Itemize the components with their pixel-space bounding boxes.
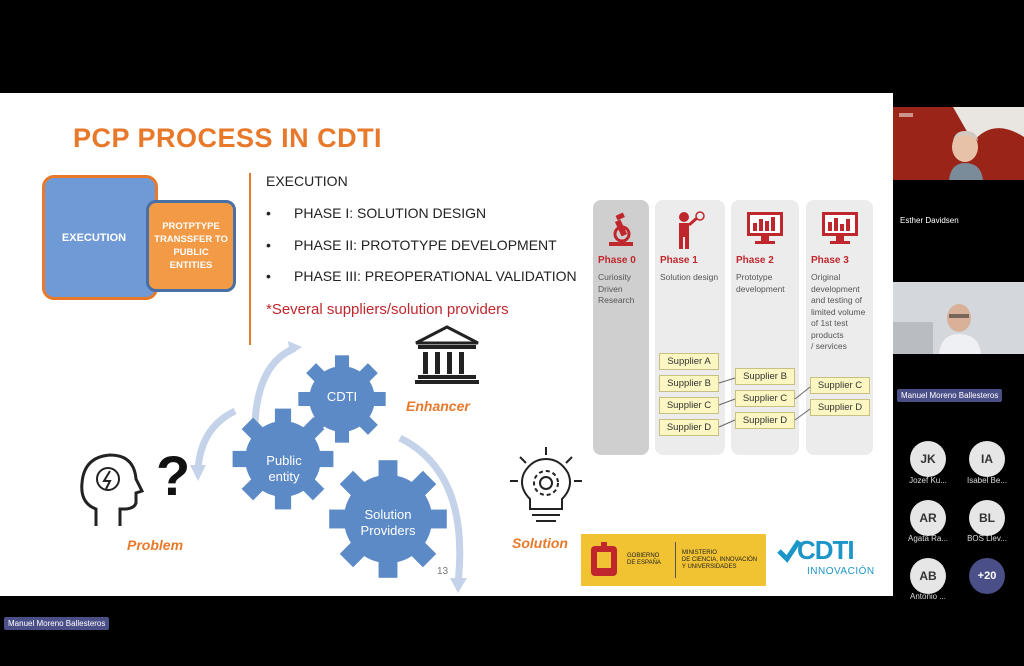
participant-name-badge: Manuel Moreno Ballesteros <box>897 389 1003 402</box>
supplier-box: Supplier D <box>659 419 719 436</box>
monitor-chart-icon <box>806 210 873 250</box>
presenter-name-badge: Manuel Moreno Ballesteros <box>4 617 110 630</box>
more-participants-button[interactable]: +20 <box>969 558 1005 594</box>
supplier-arrows <box>718 377 811 428</box>
phase-2-desc: Prototype development <box>736 272 785 294</box>
avatar[interactable]: AR <box>910 500 946 536</box>
avatar[interactable]: JK <box>910 441 946 477</box>
enhancer-label: Enhancer <box>406 398 470 414</box>
microscope-icon <box>593 210 649 250</box>
avatar-name: BOS Llev... <box>967 534 1007 543</box>
avatar[interactable]: BL <box>969 500 1005 536</box>
phase-list: •PHASE I: SOLUTION DESIGN •PHASE II: PRO… <box>266 205 577 300</box>
ministerio-text: MINISTERIO DE CIENCIA, INNOVACIÓN Y UNIV… <box>681 549 758 570</box>
logo-divider <box>674 542 676 578</box>
participant-name: Esther Davidsen <box>900 216 959 225</box>
video-feed <box>893 282 1024 354</box>
supplier-box: Supplier D <box>735 412 795 429</box>
coat-of-arms-icon <box>591 542 617 576</box>
solution-label: Solution <box>512 535 568 551</box>
problem-label: Problem <box>127 537 184 553</box>
gears-diagram <box>190 341 467 593</box>
execution-heading: EXECUTION <box>266 173 348 189</box>
supplier-box: Supplier B <box>659 375 719 392</box>
phase-0-desc: Curiosity Driven Research <box>598 272 635 305</box>
video-tile-manuel[interactable] <box>893 282 1024 354</box>
lightbulb-gear-icon <box>510 447 582 522</box>
divider-line <box>249 173 251 345</box>
phase-1-desc: Solution design <box>660 272 719 282</box>
suppliers-note: *Several suppliers/solution providers <box>266 301 509 318</box>
cdti-logo: CDTI INNOVACIÓN <box>775 533 874 589</box>
slide-title: PCP PROCESS IN CDTI <box>73 123 383 153</box>
supplier-box: Supplier D <box>810 399 870 416</box>
phase-item: •PHASE III: PREOPERATIONAL VALIDATION <box>266 268 577 284</box>
phase-3-title: Phase 3 <box>811 255 849 266</box>
supplier-box: Supplier C <box>735 390 795 407</box>
question-mark-icon: ? <box>156 444 191 507</box>
phase-0-column: Phase 0 Curiosity Driven Research <box>593 200 649 455</box>
phase-1-title: Phase 1 <box>660 255 698 266</box>
head-idea-icon <box>80 453 145 526</box>
video-tile-esther[interactable] <box>893 107 1024 180</box>
phase-0-title: Phase 0 <box>598 255 636 266</box>
phase-item: •PHASE II: PROTOTYPE DEVELOPMENT <box>266 236 557 253</box>
avatar-name: Isabel Be... <box>966 476 1008 485</box>
bank-building-icon <box>415 325 479 384</box>
execution-box: EXECUTION <box>42 175 158 300</box>
supplier-box: Supplier C <box>659 397 719 414</box>
gobierno-logo: GOBIERNO DE ESPAÑA MINISTERIO DE CIENCIA… <box>581 534 766 586</box>
avatar[interactable]: IA <box>969 441 1005 477</box>
avatar-name: Jozef Ku... <box>909 476 947 485</box>
person-idea-icon <box>655 210 725 250</box>
supplier-box: Supplier B <box>735 368 795 385</box>
gobierno-text: GOBIERNO DE ESPAÑA <box>627 553 661 566</box>
supplier-box: Supplier C <box>810 377 870 394</box>
phase-item: •PHASE I: SOLUTION DESIGN <box>266 205 487 221</box>
shared-slide: PCP PROCESS IN CDTI EXECUTION PROTPTYPE … <box>0 93 893 596</box>
phase-2-title: Phase 2 <box>736 255 774 266</box>
monitor-chart-icon <box>731 210 799 250</box>
supplier-box: Supplier A <box>659 353 719 370</box>
avatar-name: Antonio ... <box>909 592 947 601</box>
page-number: 13 <box>437 566 449 577</box>
avatar-name: Agata Ra... <box>907 534 949 543</box>
cdti-arrow-icon <box>777 539 801 563</box>
gear-solution-providers-label: Solution Providers <box>360 507 416 538</box>
gear-cdti-label: CDTI <box>326 389 358 404</box>
phase-3-desc: Original development and testing of limi… <box>811 272 866 351</box>
prototype-transfer-box: PROTPTYPE TRANSSFER TO PUBLIC ENTITIES <box>146 200 236 292</box>
video-feed <box>899 107 1024 180</box>
gear-public-entity-label: Public entity <box>266 453 302 484</box>
avatar[interactable]: AB <box>910 558 946 594</box>
